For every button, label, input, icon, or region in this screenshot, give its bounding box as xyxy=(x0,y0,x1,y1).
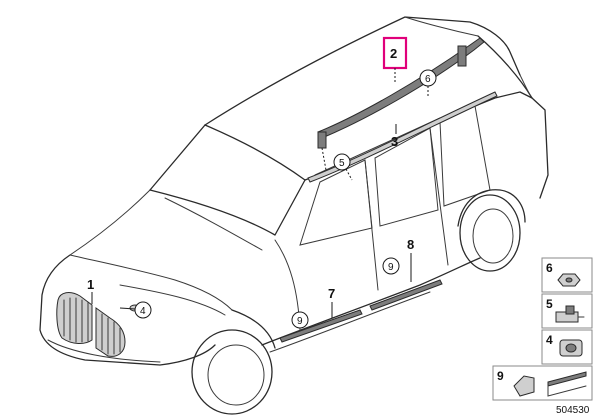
clip-icon xyxy=(555,305,585,323)
callout-9-rear: 9 xyxy=(388,262,394,273)
callout-7: 7 xyxy=(328,286,335,301)
grommet-icon xyxy=(559,339,583,357)
rear-sill-trim xyxy=(369,279,443,311)
panel-5-number: 5 xyxy=(546,297,553,311)
panel-9-number: 9 xyxy=(497,369,504,383)
panel-4-number: 4 xyxy=(546,333,553,347)
front-sill-trim xyxy=(279,309,363,343)
roof-rail-foot-front xyxy=(317,131,327,149)
nut-icon xyxy=(557,273,581,287)
callout-2: 2 xyxy=(390,46,397,61)
callout-1: 1 xyxy=(87,277,94,292)
parts-legend-panel: 6 5 4 9 xyxy=(492,257,593,401)
roof-rail xyxy=(317,37,485,139)
fastener-icon xyxy=(513,375,535,397)
callout-9-front: 9 xyxy=(297,316,303,327)
callout-6: 6 xyxy=(425,74,431,85)
callout-3: 3 xyxy=(391,134,398,149)
kidney-grille xyxy=(56,292,126,357)
roof-rail-foot-rear xyxy=(457,45,467,67)
arrow-icon xyxy=(547,371,587,397)
callout-8: 8 xyxy=(407,237,414,252)
diagram-id: 504530 xyxy=(556,405,590,416)
roof-trim xyxy=(307,91,498,183)
panel-6-number: 6 xyxy=(546,261,553,275)
callout-4: 4 xyxy=(140,306,146,317)
callout-5: 5 xyxy=(339,158,345,169)
